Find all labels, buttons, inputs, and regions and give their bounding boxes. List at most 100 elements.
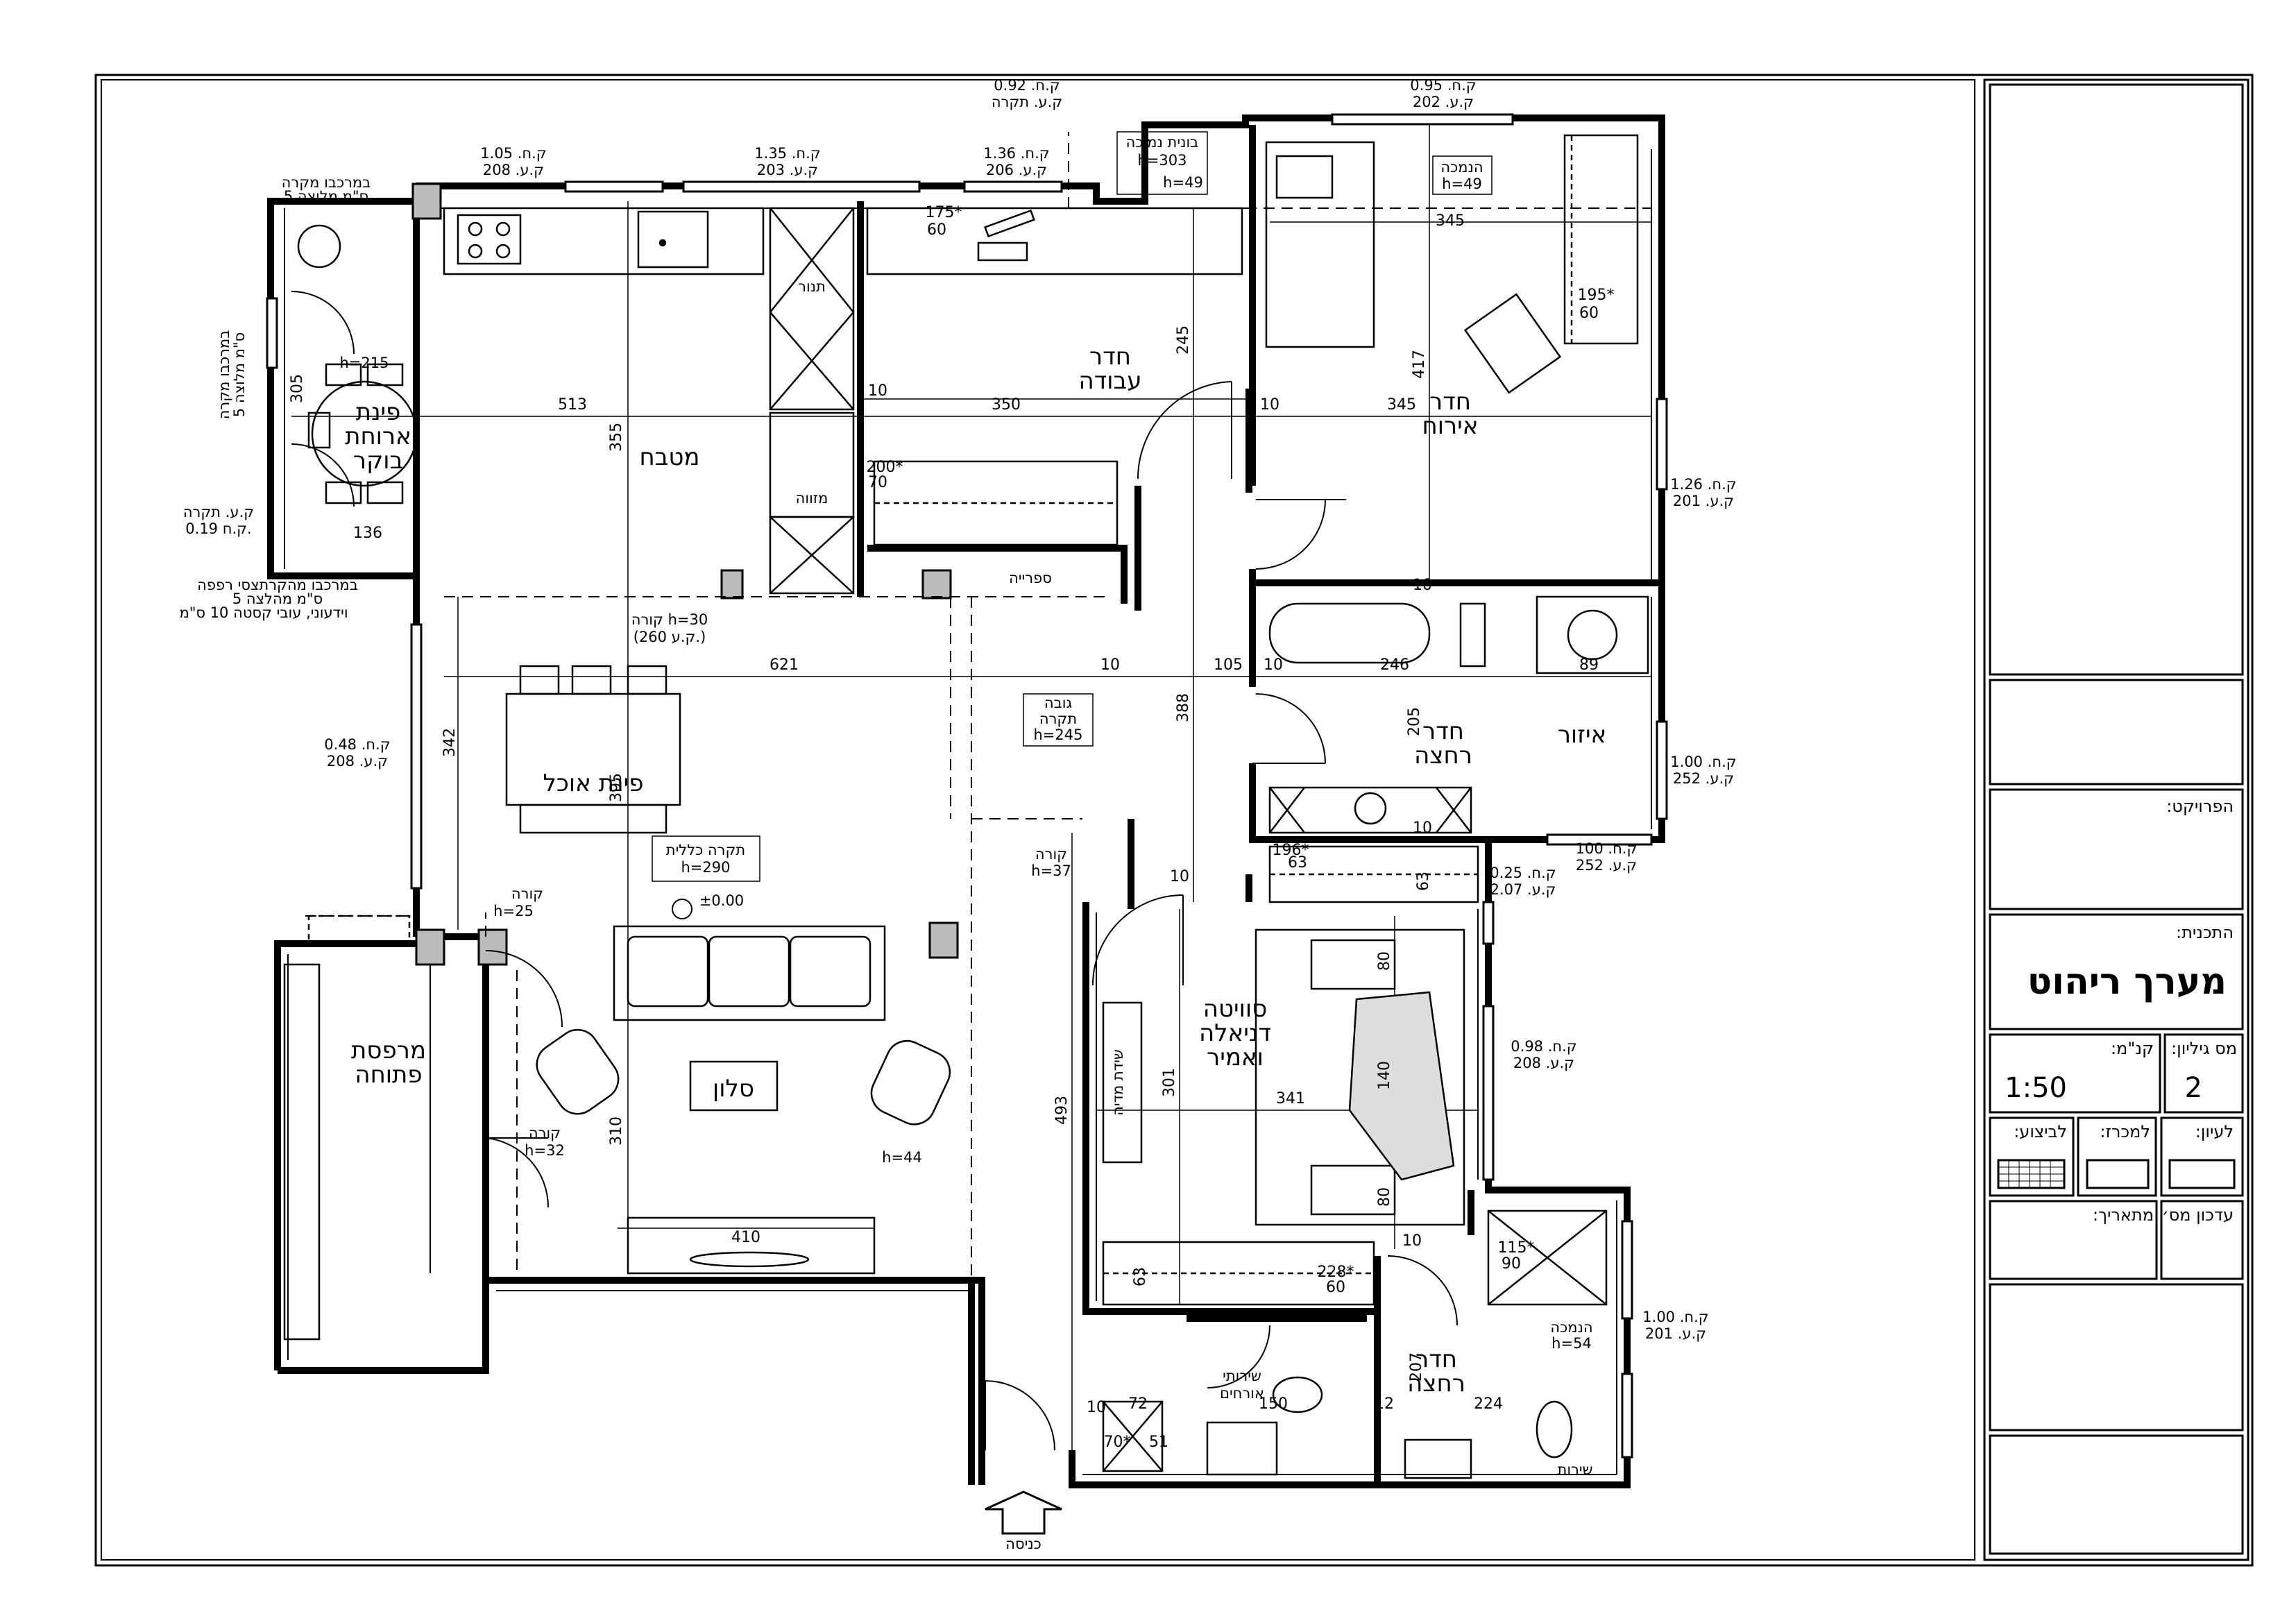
sheet-number: 2 (2184, 1072, 2202, 1104)
window-11-head: ק.ע. 201 (1645, 1325, 1706, 1342)
window-9-sill: ק.ח. 0.25 (1490, 865, 1556, 881)
window-12-sill: ק.ח. 0.48 (324, 736, 390, 753)
dim-70: 70 (868, 474, 887, 491)
beam-2-title: קורה (511, 885, 543, 902)
dim-12: 12 (1375, 1395, 1394, 1413)
ceiling-height-label-1: גובה (1044, 695, 1073, 711)
scale-label: קנ"מ: (2110, 1039, 2154, 1058)
window-9-head: ק.ע. 2.07 (1490, 881, 1556, 898)
dim-207: 207 (1408, 1352, 1425, 1382)
dim-60a: 60 (1326, 1279, 1345, 1296)
dim-89: 89 (1579, 656, 1599, 674)
dim-388: 388 (1175, 693, 1192, 722)
dim-342: 342 (441, 728, 459, 757)
dim-63a: 63 (1132, 1267, 1149, 1286)
window-1-head: ק.ע. 208 (483, 162, 544, 178)
dim-105: 105 (1214, 656, 1243, 674)
media-wall-label: שידת מדיה (1109, 1049, 1126, 1116)
room-guest-label-2: אירוח (1422, 412, 1479, 440)
dim-395: 395 (608, 773, 625, 802)
library-label: ספרייה (1009, 570, 1052, 586)
dim-10f: 10 (1413, 819, 1432, 837)
dim-60c: 60 (1579, 305, 1599, 322)
dim-10b: 10 (1260, 396, 1279, 414)
dim-196: 196* (1273, 842, 1309, 859)
balcony-note-7: וידעוני, עובי קסטה 10 ס"מ (179, 604, 348, 621)
room-suite-label-3: ואמיר (1207, 1044, 1264, 1071)
dim-246: 246 (1380, 656, 1409, 674)
date-label: מתאריך: (2092, 1205, 2154, 1225)
room-zone-label: איזור (1558, 721, 1607, 749)
dim-136: 136 (353, 525, 382, 542)
window-1-sill: ק.ח. 1.05 (480, 145, 546, 162)
entrance-label: כניסה (1005, 1536, 1041, 1552)
dim-10g: 10 (1170, 868, 1189, 885)
dim-140: 140 (1376, 1061, 1393, 1090)
window-2-sill: ק.ח. 1.35 (754, 145, 820, 162)
dimension-lines (291, 125, 1651, 1450)
dim-417: 417 (1411, 350, 1428, 379)
dim-10h: 10 (1402, 1232, 1422, 1250)
dim-310: 310 (608, 1116, 625, 1146)
dim-10e: 10 (1413, 577, 1432, 594)
dim-70b: 70* (1104, 1434, 1131, 1451)
dim-228: 228* (1318, 1264, 1354, 1281)
review-label: לעיון: (2195, 1122, 2234, 1141)
room-breakfast-label-2: ארוחת (345, 423, 411, 450)
balcony-note-5: במרכבו מהקרתצסי רפפה (197, 577, 358, 593)
window-7-head: ק.ע. 252 (1673, 770, 1734, 787)
beam-3-height: h=32 (525, 1142, 565, 1159)
balcony-note-3: במרכבו מקרה (216, 330, 232, 420)
dim-10i: 10 (1087, 1399, 1106, 1416)
window-7-sill: ק.ח. 1.00 (1670, 754, 1736, 770)
room-kitchen-label: מטבח (639, 443, 699, 471)
room-bath2-label-2: רחצה (1407, 1370, 1465, 1397)
window-2-head: ק.ע. 203 (757, 162, 818, 178)
room-study-label-2: עבודה (1079, 367, 1142, 395)
pantry-label: מזווה (796, 490, 828, 507)
room-living-label: סלון (713, 1075, 754, 1103)
balcony-note-2: 5 ס"מ מלוצה (284, 188, 368, 205)
dim-350: 350 (992, 396, 1021, 414)
balcony-note-4: 5 ס"מ מלוצה (231, 332, 248, 417)
room-open-balcony-label-1: מרפסת (351, 1037, 426, 1064)
dim-90: 90 (1502, 1255, 1521, 1273)
dim-80b: 80 (1376, 1187, 1393, 1207)
ceiling-height-label-2: תקרה (1039, 711, 1077, 727)
room-bath-label-2: רחצה (1414, 742, 1472, 770)
room-study-label-1: חדר (1089, 343, 1131, 371)
room-bath-label-1: חדר (1422, 717, 1464, 745)
window-10-sill: ק.ח. 0.98 (1511, 1038, 1576, 1055)
dim-10a: 10 (868, 382, 887, 400)
project-label: הפרויקט: (2166, 797, 2234, 816)
beam-4-title: קורה (1035, 846, 1067, 863)
window-8-head: ק.ע. 252 (1576, 857, 1637, 874)
dim-51: 51 (1149, 1434, 1168, 1451)
balcony-note-6: 5 ס"מ מהלצה (232, 590, 323, 607)
oven-label: תנור (798, 278, 826, 295)
lowered-ceiling-3-title: בונית נמוכה (1126, 134, 1199, 151)
dim-345b: 345 (1387, 396, 1416, 414)
columns (411, 182, 959, 966)
lowered-ceiling-1-height: h=49 (1442, 176, 1482, 192)
room-labels: מטבח פינת ארוחת בוקר פינת אוכל סלון מרפס… (345, 343, 1606, 1552)
window-5-sill: ק.ח. 0.95 (1410, 77, 1476, 94)
exec-label: לביצוע: (2014, 1122, 2067, 1141)
dim-513: 513 (558, 396, 587, 414)
dim-60b: 60 (927, 221, 946, 239)
window-11-sill: ק.ח. 1.00 (1642, 1309, 1708, 1325)
lowered-ceiling-3-bottom: h=49 (1163, 174, 1203, 191)
room-breakfast-label-3: בוקר (353, 447, 403, 475)
beam-1b-label: (260 ק.ע.) (633, 629, 706, 645)
room-bath2-label-1: חדר (1415, 1345, 1457, 1373)
sheet-border-outer (94, 74, 2254, 1567)
window-4-head: ק.ע. תקרה (992, 94, 1062, 110)
doors (291, 291, 1458, 1451)
dim-115: 115* (1498, 1239, 1535, 1257)
dim-245: 245 (1175, 325, 1192, 355)
ceiling-general-title: תקרה כללית (666, 842, 745, 858)
balcony-note-1: במרכבו מקרה (282, 174, 371, 191)
window-6-head: ק.ע. 201 (1673, 493, 1734, 509)
lowered-ceiling-2-title: הנמכה (1550, 1319, 1592, 1336)
